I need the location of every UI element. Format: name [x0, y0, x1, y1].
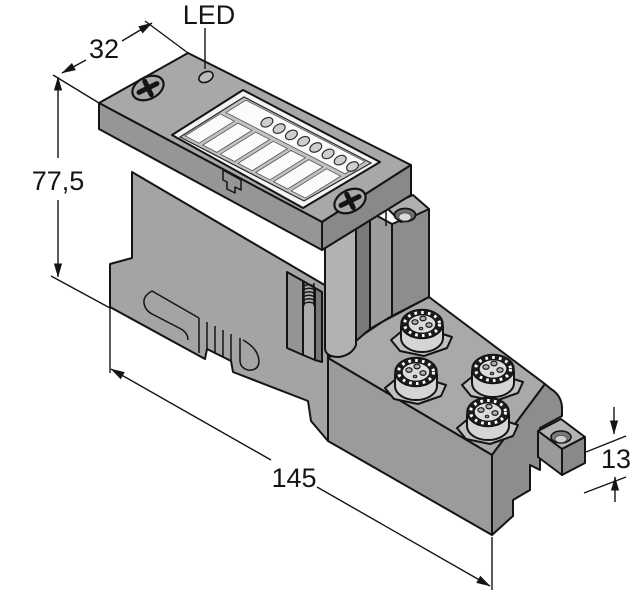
label-strips	[184, 113, 342, 199]
flange-end-face	[561, 436, 586, 476]
connector	[390, 308, 453, 357]
top-cap	[98, 52, 412, 251]
connectors	[384, 308, 524, 445]
clip-tab	[222, 169, 242, 194]
extension-line	[144, 20, 189, 54]
screw-icon	[333, 187, 367, 215]
led-indicator-hole	[198, 70, 214, 84]
flange-hole-inner	[554, 434, 568, 443]
recess-strip	[286, 271, 304, 356]
dimension-13: 13	[583, 407, 631, 502]
led-callout: LED	[183, 0, 236, 69]
label-window	[171, 89, 381, 209]
screw-icon	[131, 74, 165, 102]
connector	[456, 396, 519, 445]
mounting-flange	[537, 418, 586, 476]
dimension-line	[121, 22, 153, 42]
extension-line	[50, 275, 111, 309]
body-right-section	[369, 194, 430, 330]
extension-line	[52, 74, 100, 104]
dim-label-depth: 32	[89, 34, 119, 64]
dimension-line	[61, 59, 87, 74]
base-bump	[239, 338, 260, 371]
led-holes	[260, 116, 360, 172]
dimension-line	[110, 368, 272, 461]
deep-slot	[314, 287, 323, 363]
dimension-145: 145	[109, 308, 493, 590]
dimension-line	[316, 486, 491, 587]
connector-block-end-face	[491, 383, 563, 536]
mounting-hole-inner	[398, 212, 412, 222]
extension-line	[583, 476, 627, 494]
round-column	[324, 209, 357, 358]
column-slot	[355, 209, 371, 342]
body-right-end-face	[391, 208, 430, 317]
dimension-77-5: 77,5	[32, 76, 111, 309]
dimension-annotations: LED 32 77,5 145	[32, 0, 631, 590]
base-groove	[143, 290, 200, 341]
base-ribs	[198, 318, 232, 361]
body-right-front-face	[369, 211, 393, 330]
led-label: LED	[183, 0, 236, 30]
module-body	[109, 171, 371, 442]
dim-label-length: 145	[271, 463, 316, 493]
dim-label-flange: 13	[601, 444, 631, 474]
cap-end-face	[321, 164, 412, 251]
connector	[461, 353, 524, 402]
extension-line	[585, 435, 627, 453]
connector	[384, 356, 447, 405]
dim-label-height: 77,5	[32, 166, 85, 196]
